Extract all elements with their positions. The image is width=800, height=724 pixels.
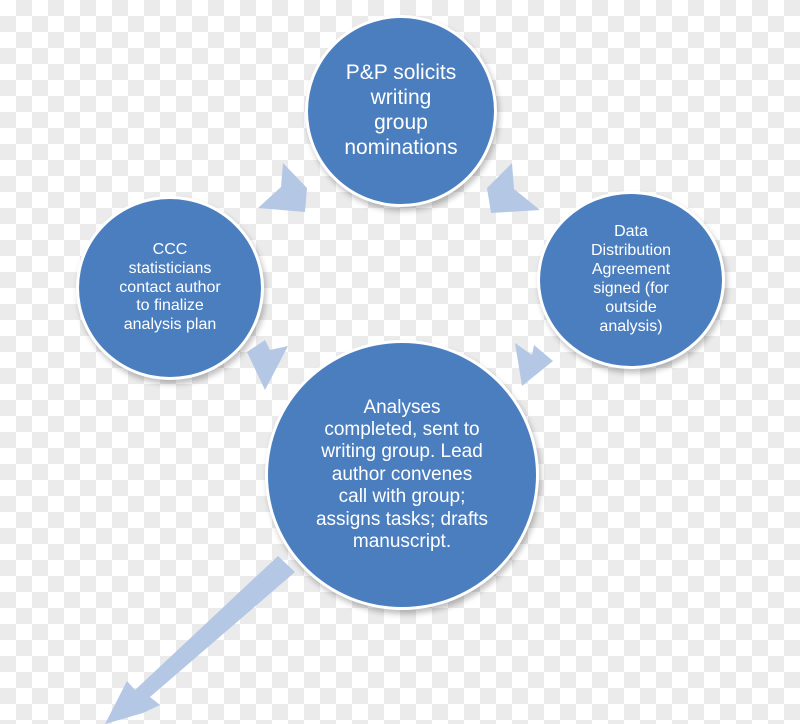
arrow-ccc-to-analyses [247,340,288,390]
arrow-analyses-out [105,556,295,724]
node-dda-text: Data Distribution Agreement signed (for … [590,223,672,335]
node-ccc-statisticians: CCC statisticians contact author to fina… [76,196,264,380]
node-analyses-text: Analyses completed, sent to writing grou… [315,396,489,553]
arrow-solicit-to-dda [487,163,540,213]
arrow-dda-to-analyses [515,343,553,386]
node-ccc-text: CCC statisticians contact author to fina… [119,240,221,334]
node-solicit-text: P&P solicits writing group nominations [344,61,458,159]
node-solicit-nominations: P&P solicits writing group nominations [305,15,497,207]
node-data-distribution-agreement: Data Distribution Agreement signed (for … [537,191,725,369]
arrow-solicit-to-ccc [258,163,307,212]
node-analyses-completed: Analyses completed, sent to writing grou… [265,340,539,610]
